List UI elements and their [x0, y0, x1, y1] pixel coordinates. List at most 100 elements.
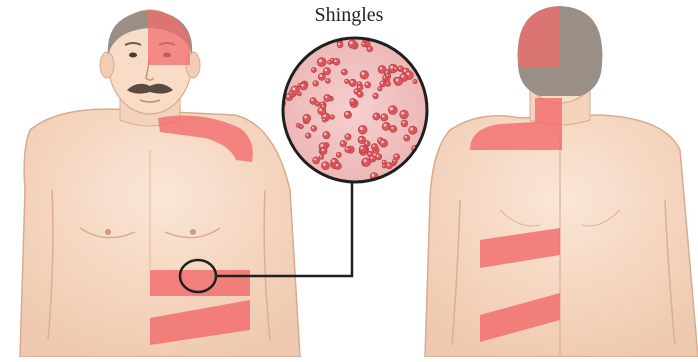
- blister: [357, 91, 363, 97]
- blister-highlight: [337, 153, 339, 155]
- blister-highlight: [421, 155, 423, 157]
- blister-highlight: [278, 100, 281, 103]
- blister: [365, 82, 371, 88]
- blister-highlight: [325, 69, 328, 72]
- blister: [303, 114, 311, 122]
- blister-highlight: [334, 60, 336, 62]
- blister-highlight: [338, 35, 340, 37]
- blister: [337, 42, 343, 48]
- blister: [388, 106, 397, 115]
- blister: [420, 154, 424, 158]
- front-figure: [20, 10, 300, 357]
- blister: [401, 120, 408, 127]
- blister-highlight: [380, 67, 383, 70]
- blister-highlight: [323, 163, 326, 166]
- blister: [313, 157, 320, 164]
- blister-highlight: [396, 79, 399, 82]
- blister-highlight: [331, 116, 333, 118]
- blister-highlight: [347, 33, 349, 35]
- blister: [336, 152, 341, 157]
- blister-highlight: [383, 161, 385, 163]
- blister-highlight: [359, 138, 362, 141]
- blister-highlight: [374, 94, 376, 96]
- blister-highlight: [324, 133, 327, 136]
- blister-highlight: [358, 92, 360, 94]
- caption: [0, 332, 698, 357]
- blister: [371, 144, 378, 151]
- blister-highlight: [306, 134, 308, 136]
- blister-highlight: [374, 114, 376, 116]
- blister: [313, 81, 319, 87]
- blister: [311, 67, 316, 72]
- blister: [394, 67, 399, 72]
- blister: [413, 79, 417, 83]
- blister: [321, 104, 326, 109]
- blister: [296, 123, 300, 127]
- blister-highlight: [304, 116, 307, 119]
- rash-closeup: [277, 32, 437, 182]
- blister-highlight: [368, 47, 370, 49]
- blister-highlight: [404, 69, 407, 72]
- blister: [349, 79, 356, 86]
- blister-highlight: [422, 144, 423, 145]
- blister: [400, 110, 409, 119]
- blister-highlight: [338, 43, 340, 45]
- blister-highlight: [424, 153, 426, 155]
- blister-highlight: [332, 160, 335, 163]
- blister: [380, 81, 386, 87]
- blister: [394, 154, 400, 160]
- blister-highlight: [301, 84, 304, 87]
- blister: [394, 77, 403, 86]
- blister: [378, 66, 386, 74]
- blister-highlight: [383, 76, 385, 78]
- blister-highlight: [341, 142, 343, 144]
- blister-highlight: [322, 105, 324, 107]
- blister-highlight: [384, 124, 387, 127]
- blister-highlight: [346, 112, 349, 115]
- blister: [345, 134, 351, 140]
- blister: [300, 83, 307, 90]
- blister-highlight: [360, 127, 363, 130]
- blister: [322, 118, 326, 122]
- blister-highlight: [423, 138, 425, 140]
- back-figure: [425, 6, 698, 357]
- blister-highlight: [393, 160, 395, 162]
- blister-highlight: [358, 82, 360, 84]
- blister-highlight: [372, 145, 374, 147]
- blister: [344, 111, 351, 118]
- blister: [381, 114, 388, 121]
- blister-highlight: [377, 155, 379, 157]
- blister-highlight: [370, 33, 372, 35]
- blister: [334, 163, 341, 170]
- blister-highlight: [345, 80, 347, 82]
- blister-highlight: [387, 164, 389, 166]
- blister-highlight: [314, 158, 316, 160]
- blister-highlight: [311, 99, 313, 101]
- blister-highlight: [390, 107, 393, 110]
- blister: [340, 140, 347, 147]
- blister: [373, 93, 379, 99]
- blister: [323, 68, 330, 75]
- blister-highlight: [298, 84, 299, 85]
- blister: [390, 125, 397, 132]
- back-torso: [425, 115, 698, 357]
- blister-highlight: [381, 82, 383, 84]
- blister: [423, 152, 428, 157]
- blister-highlight: [383, 165, 384, 166]
- blister-highlight: [430, 154, 433, 157]
- blister-highlight: [320, 144, 323, 147]
- blister-highlight: [346, 135, 348, 137]
- blister: [346, 32, 351, 37]
- blister-highlight: [312, 68, 314, 70]
- blister: [382, 164, 386, 168]
- blister-highlight: [320, 156, 322, 158]
- blister: [291, 86, 300, 95]
- blister-highlight: [355, 90, 357, 92]
- blister-highlight: [346, 148, 348, 150]
- blister-highlight: [381, 141, 384, 144]
- blister: [358, 125, 367, 134]
- blister: [359, 145, 367, 153]
- blister: [382, 75, 387, 80]
- blister: [380, 139, 388, 147]
